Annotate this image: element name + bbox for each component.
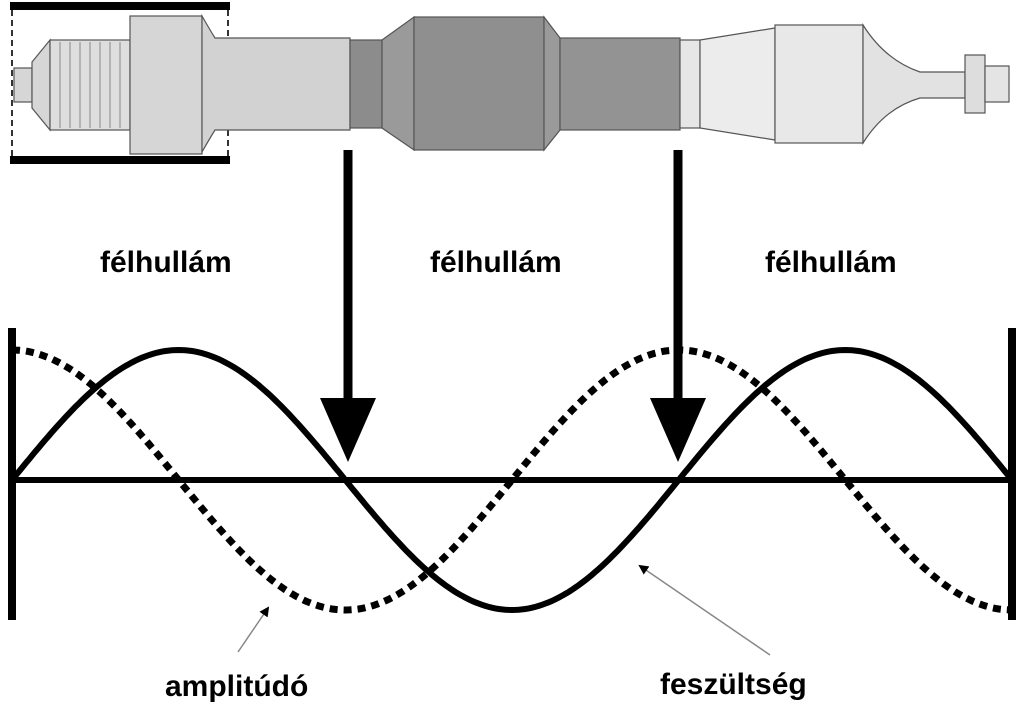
stress-curve bbox=[9, 346, 1015, 614]
converter-ribs bbox=[59, 42, 121, 128]
wave-frame bbox=[8, 328, 1016, 620]
half-wave-label-3: félhullám bbox=[765, 246, 897, 279]
booster bbox=[349, 15, 681, 152]
ultrasonic-stack bbox=[10, 2, 1010, 164]
amplitude-label: amplitúdó bbox=[165, 670, 308, 703]
amplitude-curve bbox=[11, 346, 1013, 614]
stress-pointer bbox=[638, 564, 771, 656]
horn bbox=[679, 22, 1010, 146]
nodal-arrow-2 bbox=[650, 150, 706, 462]
down-arrow-icon bbox=[650, 398, 706, 462]
half-wave-label-2: félhullám bbox=[430, 246, 562, 279]
down-arrow-icon bbox=[320, 398, 376, 462]
amplitude-pointer bbox=[237, 606, 270, 653]
converter bbox=[13, 13, 351, 155]
nodal-arrow-1 bbox=[320, 150, 376, 462]
half-wave-label-1: félhullám bbox=[100, 246, 232, 279]
stress-label: feszültség bbox=[660, 668, 807, 701]
